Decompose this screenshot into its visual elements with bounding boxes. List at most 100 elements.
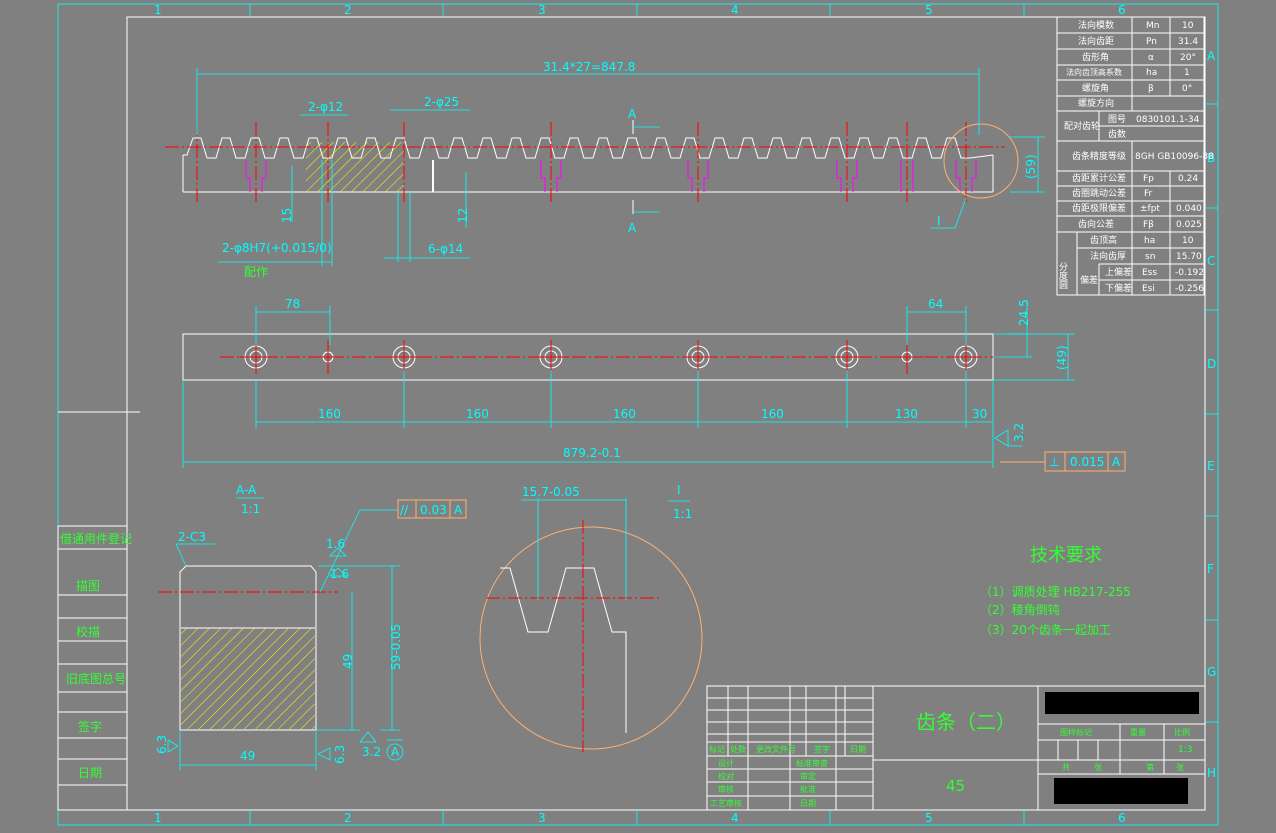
role2-3: 日期 [800,799,816,808]
mating-no: 0830101.1-34 [1136,115,1200,125]
top-view-holes [240,340,982,374]
role2-2: 批准 [800,784,816,794]
col-label-1b: 1 [154,811,162,825]
top-view-dimensions: 78 64 24.5 (49) 160 160 160 160 130 30 8… [182,297,1126,472]
param-sym-2: α [1148,53,1154,63]
gear-parameter-table: 法向模数 Mn 10 法向齿距 Pn 31.4 齿形角 α 20° 法向齿顶高系… [1056,16,1214,296]
sheet-total-label: 共 [1062,763,1070,772]
param-val-1: 31.4 [1178,37,1198,47]
detail-dim: 15.7-0.05 [522,485,580,499]
role2-1: 审定 [800,771,816,781]
detail-scale: 1:1 [673,507,692,521]
tol-sym-3: Fβ [1143,220,1154,230]
tol-name-3: 齿向公差 [1078,218,1114,230]
col-label-1: 1 [154,3,162,17]
strip-item-3: 校描 [76,624,100,639]
col-label-4: 4 [731,3,739,17]
param-val-3: 1 [1184,68,1190,78]
tol-sym-0: Fp [1143,174,1154,184]
dim-24-5: 24.5 [1017,299,1031,326]
row-label-b: B [1207,151,1215,165]
rev-header-4: 日期 [850,745,866,754]
rev-header-1: 处数 [730,744,746,754]
role2-0: 标准审查 [796,758,828,768]
mating-teeth-label: 齿数 [1108,128,1126,140]
left-registration-strip: 借通用件登记 描图 校描 旧底图总号 签字 日期 [57,525,132,811]
mating-no-label: 图号 [1108,114,1126,125]
strip-item-4: 旧底图总号 [66,671,126,686]
lower-name: 下偏差 [1105,282,1132,294]
strip-item-5: 签字 [78,719,102,734]
section-scale: 1:1 [241,502,260,516]
strip-item-6: 日期 [78,766,102,780]
thick-sym-1: ha [1144,236,1155,246]
strip-item-1: 借通用件登记 [60,531,132,546]
tol-val-2: 0.040 [1176,204,1202,214]
param-name-2: 齿形角 [1082,51,1109,63]
roughness-3-2: 3.2 [1012,423,1026,442]
thick-val-1: 10 [1182,236,1194,246]
tech-title: 技术要求 [1030,545,1102,566]
param-val-4: 0° [1182,84,1192,94]
row-label-d: D [1207,357,1216,371]
col-label-4b: 4 [731,811,739,825]
section-mark-bottom: A [628,221,637,235]
section-title: A-A [236,483,257,497]
tech-item-2: （2）稜角倒钝 [980,603,1060,617]
perp-datum: A [1112,455,1121,469]
param-name-3: 法向齿顶高系数 [1066,67,1122,77]
stage-label: 图样标记 [1060,727,1092,737]
perp-tolerance-frame [1044,451,1126,472]
detail-view-i: I 1:1 15.7-0.05 [479,483,703,752]
accuracy-label: 齿条精度等级 [1072,150,1126,162]
dim-78: 78 [285,297,300,311]
rev-header-0: 标记 [709,744,725,754]
thick-val-2: 15.70 [1176,252,1202,262]
sheet-label: 张 [1094,763,1102,772]
tech-item-3: （3）20个齿条一起加工 [980,623,1111,637]
tol-name-1: 齿圈跳动公差 [1072,187,1126,199]
section-height-59: 59-0.05 [389,624,403,670]
parallel-symbol: // [400,503,409,517]
rough-5: 3.2 [362,745,381,759]
param-name-0: 法向模数 [1078,19,1114,31]
spacing-2: 160 [466,407,489,421]
section-mark-top: A [628,107,637,121]
tol-name-0: 齿距累计公差 [1072,172,1126,184]
dim-59: (59) [1024,154,1038,179]
row-label-c: C [1207,254,1215,268]
rough-3: 6.3 [155,735,169,754]
thickness-side-label: 分度圆 [1057,262,1068,290]
dim-64: 64 [928,297,943,311]
strip-item-2: 描图 [76,579,100,593]
scale-value: 1:3 [1178,745,1192,755]
spacing-6: 30 [972,407,987,421]
role-3: 工艺审核 [710,798,742,808]
sheet-no-label: 第 [1146,762,1154,772]
section-a-a: A-A 1:1 2-C3 49 49 59-0.05 1.6 1.6 6.3 6… [155,483,467,770]
col-label-2b: 2 [344,811,352,825]
param-val-0: 10 [1182,21,1194,31]
chamfer-label: 2-C3 [178,530,206,544]
role-0: 设计 [718,758,734,768]
front-view-dimensions: 31.4*27=847.8 2-φ12 2-φ25 2-φ8H7(+0.015/… [196,60,1045,279]
rack-top-view [182,333,1000,381]
tech-item-1: （1）调质处理 HB217-255 [980,585,1131,599]
col-label-6b: 6 [1118,811,1126,825]
pin-hole-dim: 2-φ8H7(+0.015/0) [222,241,332,255]
role-1: 校对 [718,771,734,781]
spacing-5: 130 [895,407,918,421]
spacing-1: 160 [318,407,341,421]
zone-labels: 1 2 3 4 5 6 1 2 3 4 5 6 A B C D E F G H [154,3,1216,825]
lower-val: -0.256 [1175,284,1204,294]
tol-sym-2: ±fpt [1140,204,1160,214]
tol-val-3: 0.025 [1176,220,1202,230]
hole-centerlines [196,122,967,205]
thick-name-2: 法向齿厚 [1090,250,1126,262]
col-label-5: 5 [925,3,933,17]
section-hatch [181,628,315,729]
col-label-6: 6 [1118,3,1126,17]
detail-ref-label: I [937,214,941,228]
